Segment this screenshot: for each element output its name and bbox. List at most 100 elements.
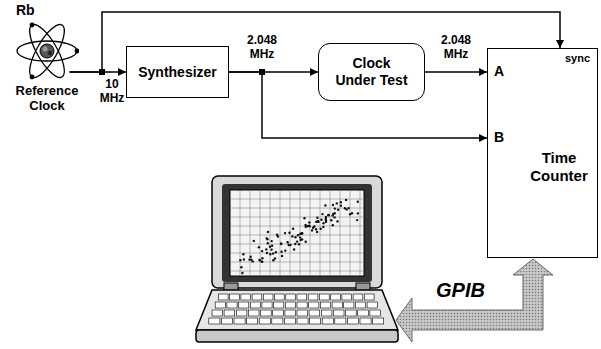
data-point [243,258,245,260]
grid-line [360,191,361,275]
data-point [356,219,358,221]
data-point [280,242,282,244]
grid-line [240,191,241,275]
data-point [291,235,293,237]
grid-line [231,271,363,272]
data-point [241,272,243,274]
key [285,302,295,308]
data-point [261,250,263,252]
data-point [258,259,260,261]
electron [75,48,79,53]
key [230,294,240,300]
key [215,302,225,308]
laptop-front [196,330,398,342]
input-pin-label: B [494,129,504,145]
data-point [277,235,279,237]
grid-line [231,235,363,236]
key [262,302,272,308]
data-point [303,217,305,219]
key [236,310,247,316]
grid-line [260,191,261,275]
data-point [311,229,313,231]
key [224,310,235,316]
data-point [347,207,349,209]
grid-line [231,217,363,218]
data-point [294,236,296,238]
data-point [248,258,250,260]
data-point [288,232,290,234]
data-point [315,228,317,230]
data-point [266,252,268,254]
bus-label: GPIB [436,279,485,302]
data-point [293,248,295,250]
key [332,302,342,308]
key [247,318,258,324]
key [250,302,260,308]
atom-orbit [23,20,70,82]
key [234,318,245,324]
box-label: Clock Under Test [332,55,412,89]
data-point [336,202,338,204]
key [239,302,249,308]
key [227,302,237,308]
data-point [284,232,286,234]
data-point [331,214,333,216]
key [221,318,232,324]
electron [30,22,35,27]
data-point [299,236,301,238]
data-point [340,201,342,203]
key [370,310,381,316]
data-point [313,225,315,227]
key [252,294,262,300]
key [309,302,319,308]
key [248,310,259,316]
key [360,318,371,324]
atom-nucleus [43,46,48,51]
grid-line [231,208,363,209]
key [355,302,365,308]
element-symbol: Rb [4,2,90,19]
grid-line [231,199,363,200]
key [286,294,296,300]
data-point [253,240,255,242]
data-point [357,212,359,214]
atom-nucleus [48,51,52,55]
data-point [325,216,327,218]
electron [30,74,35,79]
data-point [240,266,242,268]
laptop-screen [230,190,364,276]
key [333,310,344,316]
grid-line [231,226,363,227]
sync-pin-label: sync [565,52,590,65]
data-point [272,259,274,261]
data-point [345,199,347,201]
key [297,294,307,300]
key [308,294,318,300]
data-point [275,251,277,253]
key [284,318,295,324]
data-point [272,252,274,254]
data-point [322,226,324,228]
key [344,302,354,308]
data-point [330,219,332,221]
process-box: Time Counter [487,48,598,258]
key [353,294,363,300]
key [309,310,320,316]
box-label: Synthesizer [138,64,217,81]
data-point [265,248,267,250]
data-point [298,243,300,245]
data-point [301,232,303,234]
frequency-label: 2.048 MHz [431,34,481,62]
key [209,318,220,324]
data-point [269,246,271,248]
data-point [300,232,302,234]
data-point [340,205,342,207]
data-point [345,208,347,210]
grid-line [310,191,311,275]
grid-line [340,191,341,275]
frequency-label: 2.048 MHz [237,34,287,62]
key [310,318,321,324]
data-point [271,245,273,247]
data-point [280,243,282,245]
data-point [301,232,303,234]
